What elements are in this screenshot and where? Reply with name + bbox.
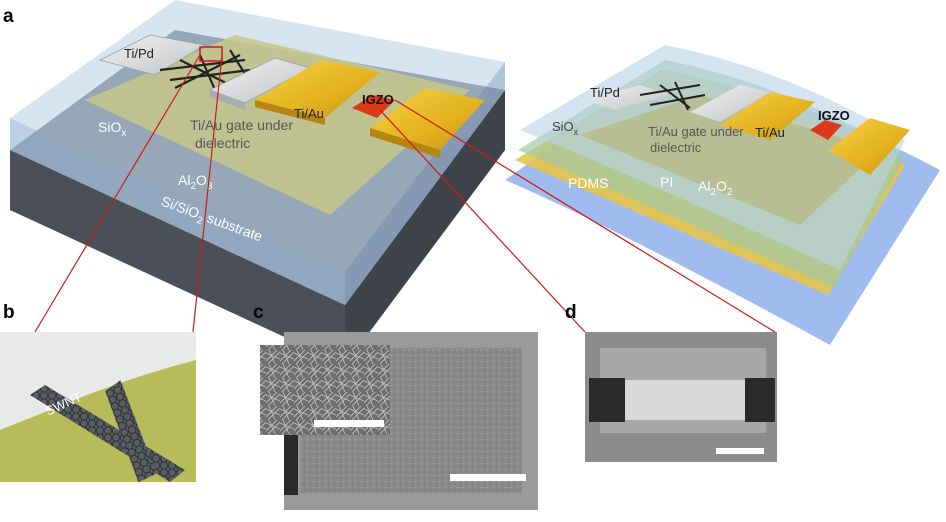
igzo-channel <box>352 95 395 118</box>
zoom-box-cnt <box>199 46 223 62</box>
zoom-line-b-left <box>34 54 201 333</box>
flex-label-gate-line2: dielectric <box>650 140 702 155</box>
gold-pad-right <box>370 88 485 150</box>
flex-label-gate-line1: Ti/Au gate under <box>648 124 744 139</box>
sio2-layer-side <box>345 62 505 305</box>
panel-c-inset-scale-bar <box>314 420 384 427</box>
flex-silver-electrode <box>690 85 770 122</box>
label-gate-line1: Ti/Au gate under <box>190 117 293 133</box>
substrate-block-front <box>10 150 345 365</box>
panel-d-channel <box>625 380 745 420</box>
sio2-layer <box>10 118 345 305</box>
silver-electrode-front <box>210 90 245 110</box>
panel-c-scale-bar <box>450 474 526 481</box>
panel-d-sem <box>585 332 777 462</box>
flex-ti-pd-contact <box>585 85 670 110</box>
flex-label-igzo: IGZO <box>818 108 850 123</box>
flex-gold-pad-right <box>828 118 910 175</box>
panel-b-swnt: SWNT <box>0 332 196 483</box>
panel-c-left-edge <box>284 435 298 495</box>
flexible-device: Ti/Pd Ti/Au IGZO SiOx Ti/Au gate under d… <box>505 45 940 345</box>
gold-pad-right-front <box>370 128 440 158</box>
flex-label-pi: PI <box>660 174 673 190</box>
flex-cnt-network <box>639 81 706 111</box>
substrate-block-side <box>345 90 505 365</box>
flex-label-sio-x: SiOx <box>552 119 579 137</box>
label-al2o3: Al2O3 <box>178 172 213 192</box>
flex-label-ti-pd: Ti/Pd <box>590 85 620 100</box>
panel-letter-c: c <box>253 302 264 323</box>
zoom-line-d-left <box>379 109 586 333</box>
label-gate-line2: dielectric <box>195 135 250 151</box>
label-ti-pd: Ti/Pd <box>124 46 154 61</box>
panel-letter-d: d <box>565 302 577 323</box>
flex-label-al2o2: Al2O2 <box>698 178 733 198</box>
zoom-line-d-right <box>394 99 776 333</box>
label-igzo: IGZO <box>362 92 394 107</box>
panel-d-left-contact <box>589 378 625 422</box>
flex-label-pdms: PDMS <box>568 175 608 191</box>
panel-d-scale-bar <box>716 448 764 454</box>
flex-label-ti-au: Ti/Au <box>755 125 785 140</box>
zoom-lines <box>34 54 776 333</box>
flex-igzo-channel <box>810 120 842 140</box>
rigid-device: Ti/Pd Ti/Au IGZO SiOx Ti/Au gate under d… <box>10 0 505 365</box>
zoom-line-b-right <box>192 54 223 333</box>
flex-ti-au-contact <box>720 92 815 140</box>
ti-au-contact-front <box>255 100 325 125</box>
gate-electrode <box>85 35 470 215</box>
panel-c-sem <box>260 332 538 510</box>
swnt-tube-2 <box>105 380 157 483</box>
label-sio-x: SiOx <box>98 119 126 139</box>
panel-letter-a: a <box>3 6 14 27</box>
panel-letter-b: b <box>3 302 15 323</box>
flex-gate <box>580 95 880 225</box>
panel-d-right-contact <box>745 378 775 422</box>
label-ti-au: Ti/Au <box>294 106 324 121</box>
ti-au-contact <box>255 60 380 118</box>
ti-pd-contact <box>98 34 207 76</box>
